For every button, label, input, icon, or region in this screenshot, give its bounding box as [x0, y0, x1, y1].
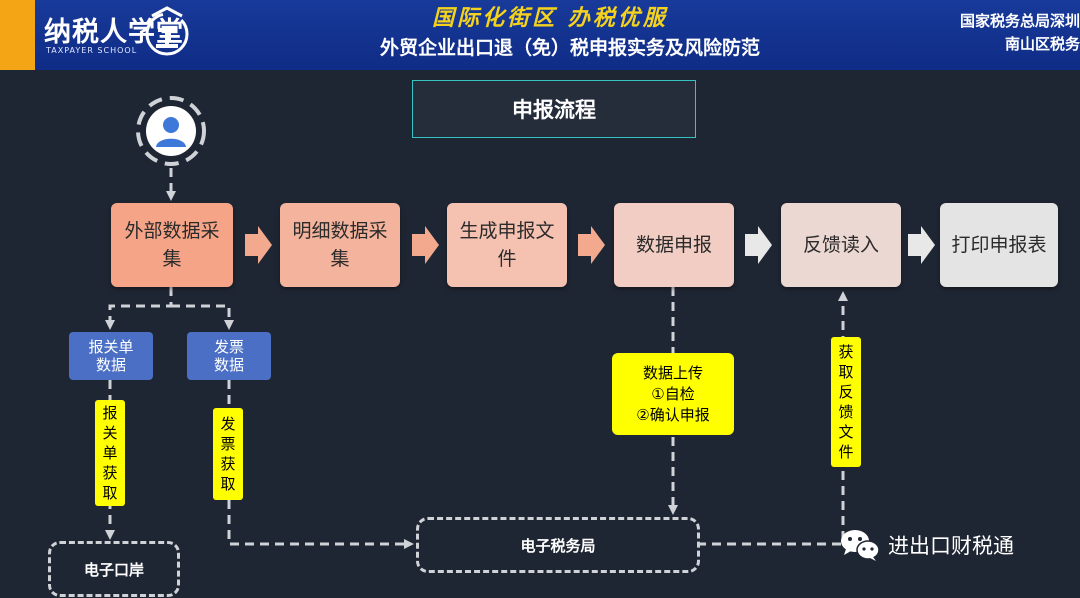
school-emblem-icon [145, 6, 189, 56]
step-label: 生成申报文件 [459, 220, 555, 270]
connector-bureau-to-feedback [697, 291, 848, 546]
step-label: 外部数据采集 [124, 220, 220, 270]
step-arrow-4 [745, 226, 772, 264]
step-feedback-read-in: 反馈读入 [781, 203, 901, 287]
logo-subtitle: TAXPAYER SCHOOL [46, 46, 138, 55]
upload-step-self-check: ①自检 [651, 384, 695, 403]
connector-to-customs [105, 287, 173, 330]
upload-step-confirm: ②确认申报 [636, 405, 710, 424]
wechat-icon [841, 530, 880, 561]
upload-title: 数据上传 [642, 363, 703, 382]
step-label: 数据申报 [635, 234, 712, 256]
label-customs-fetch: 报关单获取 [95, 400, 125, 506]
endpoint-label: 电子口岸 [83, 560, 144, 579]
wechat-watermark: 进出口财税通 [840, 528, 1014, 562]
electronic-port: 电子口岸 [48, 541, 180, 597]
step-detail-data-collection: 明细数据采集 [280, 203, 400, 287]
bureau-name-line1: 国家税务总局深圳 [959, 12, 1080, 30]
label-text: 发票获取 [220, 415, 236, 493]
endpoint-label: 电子税务局 [520, 536, 596, 555]
user-avatar-icon [136, 96, 206, 166]
source-label: 发票数据 [213, 338, 244, 374]
label-text: 报关单获取 [102, 404, 118, 502]
connector-invoice-to-bureau [227, 380, 414, 549]
step-label: 打印申报表 [951, 234, 1047, 256]
customs-declaration-data: 报关单数据 [69, 332, 153, 380]
step-generate-declaration-file: 生成申报文件 [447, 203, 567, 287]
step-label: 明细数据采集 [292, 220, 388, 270]
source-label: 报关单数据 [88, 338, 134, 374]
course-title: 外贸企业出口退（免）税申报实务及风险防范 [379, 37, 760, 59]
step-print-declaration-form: 打印申报表 [940, 203, 1058, 287]
step-external-data-collection: 外部数据采集 [111, 203, 233, 287]
label-text: 获取反馈文件 [838, 343, 854, 461]
label-data-upload: 数据上传 ①自检 ②确认申报 [612, 353, 734, 435]
step-arrow-5 [908, 226, 935, 264]
step-arrow-1 [245, 226, 272, 264]
label-feedback-fetch: 获取反馈文件 [831, 337, 861, 467]
step-data-declaration: 数据申报 [614, 203, 734, 287]
slogan: 国际化街区 办税优服 [432, 5, 668, 31]
logo-text: 纳税人学堂 [44, 17, 184, 48]
accent-bar [0, 0, 35, 70]
bureau-name-line2: 南山区税务 [1004, 35, 1080, 53]
electronic-tax-bureau: 电子税务局 [416, 517, 700, 573]
invoice-data: 发票数据 [187, 332, 271, 380]
step-arrow-2 [412, 226, 439, 264]
header-banner: 纳税人学堂 TAXPAYER SCHOOL 国际化街区 办税优服 外贸企业出口退… [0, 0, 1080, 70]
label-invoice-fetch: 发票获取 [213, 408, 243, 500]
step-label: 反馈读入 [802, 234, 879, 256]
diagram-title: 申报流程 [412, 80, 696, 138]
connector-to-invoice [171, 304, 234, 330]
watermark-text: 进出口财税通 [888, 534, 1014, 558]
step-arrow-3 [578, 226, 605, 264]
